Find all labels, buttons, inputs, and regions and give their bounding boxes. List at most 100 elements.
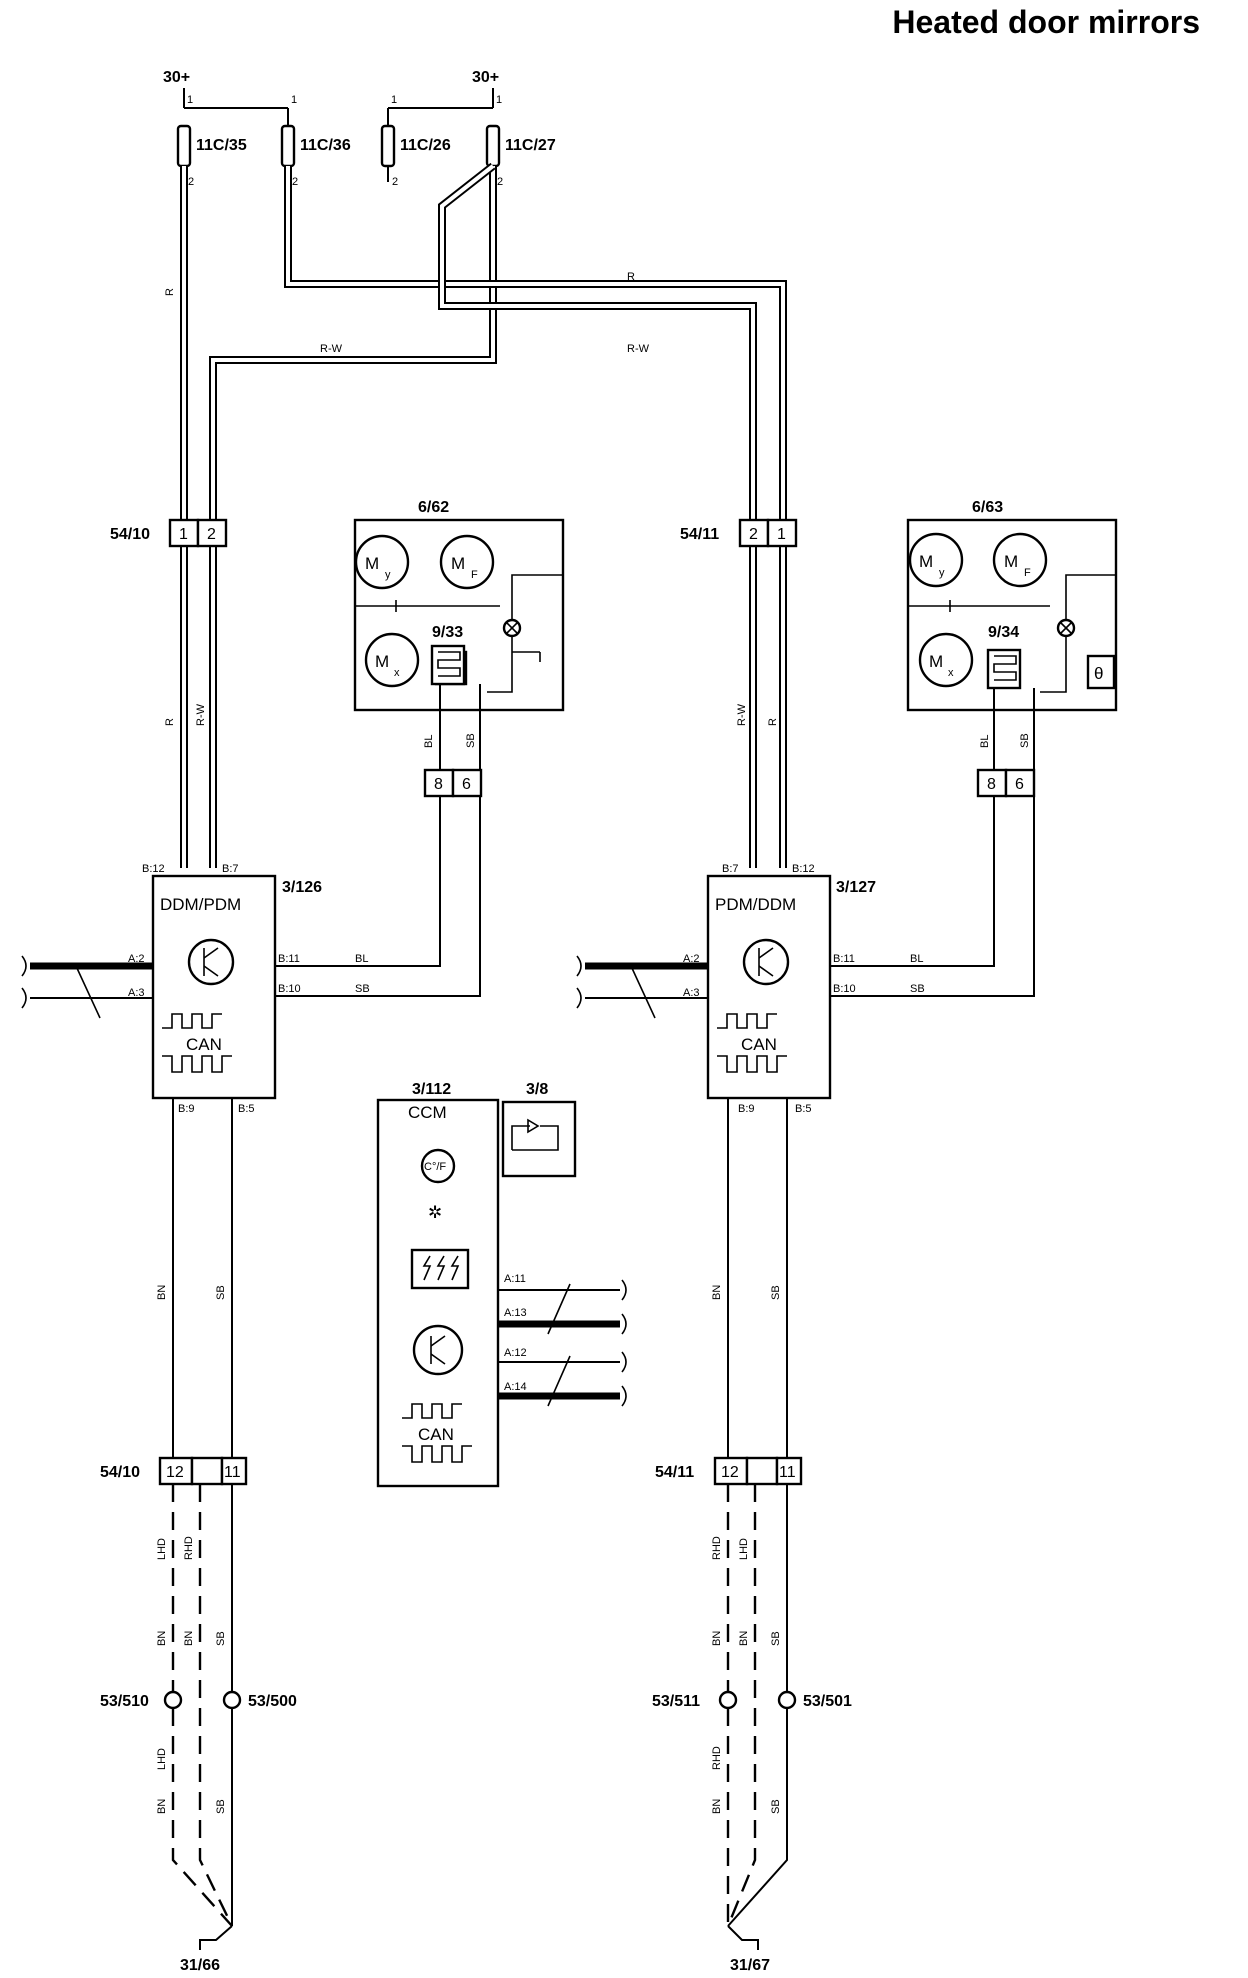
svg-text:PDM/DDM: PDM/DDM [715,895,796,914]
svg-text:R: R [164,718,176,726]
svg-text:SB: SB [355,983,370,995]
fuse-11c36: 1 2 11C/36 [280,94,351,188]
svg-text:RHD: RHD [711,1536,723,1560]
svg-text:6: 6 [1015,776,1024,793]
svg-text:8: 8 [434,776,443,793]
ground-right-label: 31/67 [730,1957,770,1974]
module-pdm-ddm: 3/127 PDM/DDM B:7 B:12 B:11 B:10 A:2 A:3… [683,863,876,1115]
svg-text:RHD: RHD [183,1536,195,1560]
svg-text:53/500: 53/500 [248,1693,297,1710]
svg-text:BN: BN [156,1285,168,1300]
svg-text:A:12: A:12 [504,1347,527,1359]
svg-text:B:7: B:7 [722,863,739,875]
svg-text:A:2: A:2 [683,953,700,965]
svg-text:θ: θ [1094,664,1103,683]
svg-text:3/112: 3/112 [412,1081,451,1098]
svg-text:M: M [365,554,379,573]
svg-text:B:10: B:10 [833,983,856,995]
transistor-icon [187,938,235,986]
connector-54-11-top: 2 1 54/11 [680,518,798,548]
svg-text:1: 1 [391,94,397,106]
svg-text:CAN: CAN [186,1035,222,1054]
svg-text:BN: BN [711,1285,723,1300]
svg-text:11: 11 [779,1464,796,1481]
module-ddm-pdm: 3/126 DDM/PDM B:12 B:7 B:11 B:10 A:2 A:3… [128,863,322,1115]
svg-text:12: 12 [721,1464,739,1481]
svg-text:B:12: B:12 [142,863,165,875]
snowflake-icon: ✲ [428,1203,442,1222]
fuse-11c26: 1 2 11C/26 [380,94,451,188]
left-upper-harness: R R-W R R-W R R-W R-W R [164,162,787,868]
svg-text:SB: SB [910,983,925,995]
svg-text:R: R [627,271,635,283]
svg-text:R-W: R-W [320,343,343,355]
fuse-11c35-label: 11C/35 [196,137,247,154]
svg-text:F: F [1024,567,1031,579]
svg-text:SB: SB [465,733,477,748]
svg-text:A:14: A:14 [504,1381,527,1393]
svg-text:2: 2 [292,176,298,188]
svg-text:1: 1 [187,94,193,106]
fuse-11c26-label: 11C/26 [400,137,451,154]
mirror-6-62: 6/62 My MF Mx θ 9/33 BL SB [353,499,565,800]
svg-text:53/511: 53/511 [652,1693,700,1710]
svg-text:A:3: A:3 [128,987,145,999]
svg-text:SB: SB [215,1631,227,1646]
svg-text:BN: BN [738,1631,750,1646]
svg-text:LHD: LHD [738,1538,750,1560]
svg-text:BL: BL [355,953,368,965]
svg-text:SB: SB [770,1631,782,1646]
svg-text:SB: SB [770,1799,782,1814]
svg-text:53/510: 53/510 [100,1693,149,1710]
svg-text:RHD: RHD [711,1746,723,1770]
svg-text:2: 2 [392,176,398,188]
svg-text:BN: BN [711,1799,723,1814]
transistor-icon-right [742,938,790,986]
svg-text:8: 8 [987,776,996,793]
svg-text:BN: BN [156,1631,168,1646]
svg-text:CCM: CCM [408,1103,447,1122]
svg-text:BN: BN [183,1631,195,1646]
svg-text:SB: SB [215,1285,227,1300]
svg-text:R-W: R-W [736,703,748,726]
svg-text:53/501: 53/501 [803,1693,852,1710]
svg-text:BN: BN [711,1631,723,1646]
fuse-11c27-label: 11C/27 [505,137,556,154]
diagram-title: Heated door mirrors [892,4,1200,40]
svg-text:x: x [948,667,954,679]
svg-text:R-W: R-W [195,703,207,726]
svg-text:R: R [164,288,176,296]
svg-text:2: 2 [188,176,194,188]
svg-text:B:11: B:11 [278,953,300,965]
connector-54-10-top: 1 2 54/10 [110,518,228,548]
svg-text:3/127: 3/127 [836,879,876,896]
svg-text:x: x [394,667,400,679]
svg-text:B:10: B:10 [278,983,301,995]
svg-text:54/10: 54/10 [110,526,150,543]
svg-text:B:5: B:5 [238,1103,255,1115]
right-lower-harness: BN SB 12 11 54/11 RHD LHD BN BN SB 53/51… [652,1098,852,1974]
svg-text:R-W: R-W [627,343,650,355]
svg-text:F: F [471,569,478,581]
temp-unit-icon: C°/F [424,1161,446,1173]
svg-text:11: 11 [224,1464,241,1481]
svg-text:1: 1 [777,526,786,543]
svg-text:2: 2 [497,176,503,188]
svg-text:M: M [375,652,389,671]
svg-text:12: 12 [166,1464,184,1481]
svg-text:SB: SB [770,1285,782,1300]
svg-text:LHD: LHD [156,1748,168,1770]
svg-text:54/10: 54/10 [100,1464,140,1481]
svg-text:BL: BL [423,735,435,748]
svg-text:B:5: B:5 [795,1103,812,1115]
svg-text:1: 1 [291,94,297,106]
left-lower-harness: BN SB 12 11 54/10 LHD RHD BN BN SB 53/51… [100,1098,297,1974]
svg-text:A:3: A:3 [683,987,700,999]
svg-text:B:7: B:7 [222,863,239,875]
svg-text:DDM/PDM: DDM/PDM [160,895,241,914]
svg-text:1: 1 [496,94,502,106]
svg-text:BL: BL [910,953,923,965]
svg-text:BN: BN [156,1799,168,1814]
svg-text:A:13: A:13 [504,1307,527,1319]
